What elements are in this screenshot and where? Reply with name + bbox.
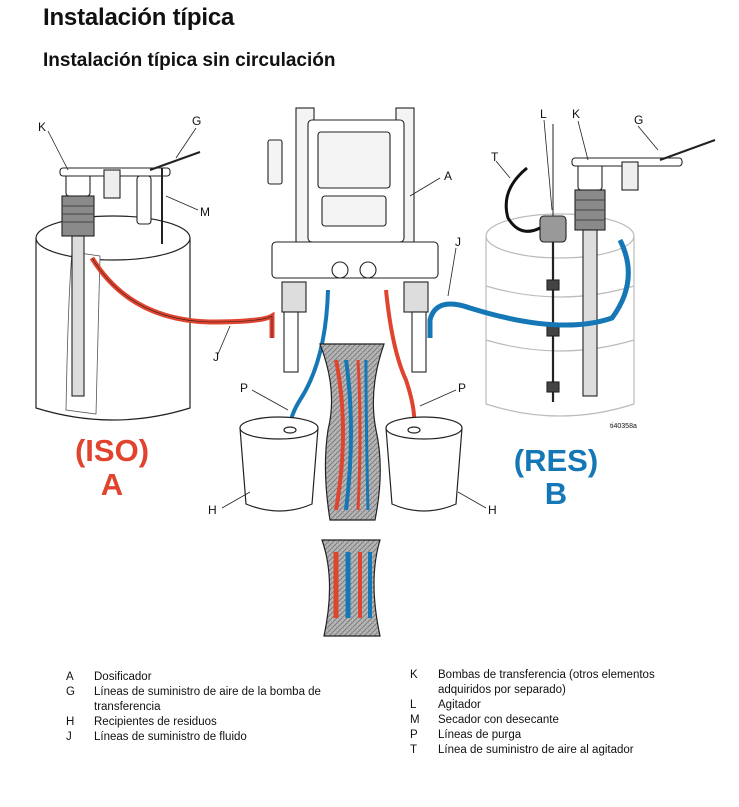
- legend-key: J: [66, 731, 72, 743]
- legend-item: G Líneas de suministro de aire de la bom…: [66, 685, 366, 715]
- callout-l: L: [540, 107, 547, 121]
- callout-h-right: H: [488, 503, 497, 517]
- legend-item: K Bombas de transferencia (otros element…: [410, 668, 710, 698]
- res-transfer-pump: [571, 139, 716, 397]
- callout-a: A: [444, 169, 452, 183]
- callout-g-right: G: [634, 113, 643, 127]
- callout-k-right: K: [572, 107, 580, 121]
- figure-id: ti40358a: [610, 423, 637, 430]
- installation-diagram: K G M J P H A L K G T J P H (ISO) A (RES…: [35, 107, 716, 637]
- legend-key: A: [66, 671, 74, 683]
- page-title: Instalación típica: [43, 4, 235, 31]
- legend-text: Agitador: [438, 699, 481, 711]
- hose-bundle: [319, 343, 385, 637]
- callout-m: M: [200, 205, 210, 219]
- legend-text: Líneas de suministro de aire de la bomba…: [94, 686, 321, 713]
- proportioner: [267, 107, 439, 373]
- callout-t: T: [491, 150, 499, 164]
- legend-item: A Dosificador: [66, 670, 366, 685]
- callout-p-left: P: [240, 381, 248, 395]
- callout-p-right: P: [458, 381, 466, 395]
- legend-key: P: [410, 729, 418, 741]
- iso-fluid-supply-line-outline: [91, 257, 273, 338]
- leader-lines: [47, 119, 659, 509]
- legend-right: K Bombas de transferencia (otros element…: [410, 668, 710, 758]
- res-letter: B: [545, 476, 567, 511]
- legend-text: Dosificador: [94, 671, 152, 683]
- legend-text: Secador con desecante: [438, 714, 559, 726]
- page-subtitle: Instalación típica sin circulación: [43, 50, 336, 71]
- legend-text: Bombas de transferencia (otros elementos…: [438, 669, 655, 696]
- res-label: (RES): [514, 443, 598, 478]
- legend-item: H Recipientes de residuos: [66, 715, 366, 730]
- legend-text: Línea de suministro de aire al agitador: [438, 744, 634, 756]
- legend-text: Recipientes de residuos: [94, 716, 217, 728]
- callout-j-left: J: [213, 350, 219, 364]
- agitator: [539, 124, 567, 402]
- legend-key: H: [66, 716, 75, 728]
- res-purge-line: [384, 289, 417, 429]
- callout-g-left: G: [192, 114, 201, 128]
- desiccant-dryer: [136, 168, 163, 244]
- callout-k-left: K: [38, 120, 46, 134]
- iso-label: (ISO): [75, 433, 149, 468]
- legend-item: J Líneas de suministro de fluido: [66, 730, 366, 745]
- legend-key: K: [410, 669, 418, 681]
- legend-text: Líneas de purga: [438, 729, 522, 741]
- res-fluid-supply-line: [427, 238, 631, 338]
- iso-waste-container: [239, 416, 319, 512]
- legend-item: M Secador con desecante: [410, 713, 710, 728]
- legend-item: P Líneas de purga: [410, 728, 710, 743]
- legend-left: A Dosificador G Líneas de suministro de …: [66, 670, 366, 745]
- iso-letter: A: [101, 467, 123, 502]
- legend-key: T: [410, 744, 418, 756]
- legend-key: L: [410, 699, 417, 711]
- iso-transfer-pump: [59, 151, 201, 397]
- legend-text: Líneas de suministro de fluido: [94, 731, 247, 743]
- res-waste-container: [385, 416, 463, 512]
- legend-item: L Agitador: [410, 698, 710, 713]
- agitator-air-line: [504, 166, 541, 233]
- callout-j-right: J: [455, 235, 461, 249]
- legend-key: G: [66, 686, 75, 698]
- callout-h-left: H: [208, 503, 217, 517]
- legend-key: M: [410, 714, 420, 726]
- legend-item: T Línea de suministro de aire al agitado…: [410, 743, 710, 758]
